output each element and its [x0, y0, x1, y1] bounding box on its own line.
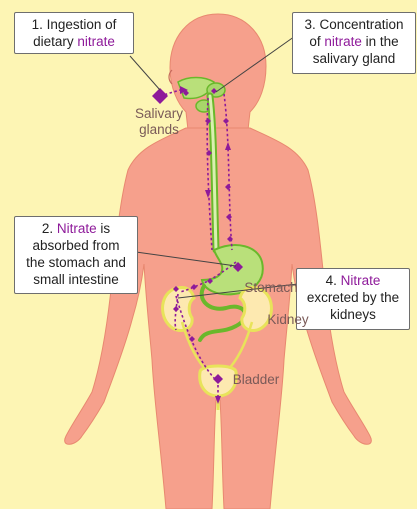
leader-step1: [130, 56, 160, 90]
callout-step1-nitrate: nitrate: [77, 34, 115, 49]
callout-step2-line4: small intestine: [19, 271, 133, 288]
callout-step2-num: 2.: [42, 221, 57, 236]
callout-step3-text2b: in the: [362, 34, 399, 49]
callout-step3-line3: salivary gland: [297, 50, 411, 67]
label-bladder: Bladder: [226, 372, 286, 388]
callout-step2-line2: absorbed from: [19, 237, 133, 254]
callout-step2-line3: the stomach and: [19, 254, 133, 271]
label-salivary-line1: Salivary: [124, 106, 194, 122]
callout-step3-nitrate: nitrate: [324, 34, 362, 49]
callout-step3-line1: 3. Concentration: [297, 16, 411, 33]
label-salivary-glands: Salivary glands: [124, 106, 194, 138]
callout-step4-line2: excreted by the: [301, 289, 405, 306]
callout-step3: 3. Concentration of nitrate in the saliv…: [292, 12, 416, 74]
label-kidney: Kidney: [260, 312, 316, 328]
callout-step2-text1: is: [97, 221, 111, 236]
callout-step4-nitrate: Nitrate: [341, 273, 381, 288]
callout-step1-text2: dietary: [33, 34, 77, 49]
callout-step2: 2. Nitrate is absorbed from the stomach …: [14, 216, 138, 294]
callout-step1: 1. Ingestion of dietary nitrate: [14, 12, 134, 54]
callout-step1-line1: 1. Ingestion of: [19, 16, 129, 33]
callout-step2-nitrate: Nitrate: [57, 221, 97, 236]
callout-step4-line3: kidneys: [301, 306, 405, 323]
label-salivary-line2: glands: [124, 122, 194, 138]
callout-step3-text2a: of: [309, 34, 324, 49]
nitrate-marker: [152, 88, 168, 104]
callout-step4-num: 4.: [326, 273, 341, 288]
label-stomach: Stomach: [236, 280, 306, 296]
